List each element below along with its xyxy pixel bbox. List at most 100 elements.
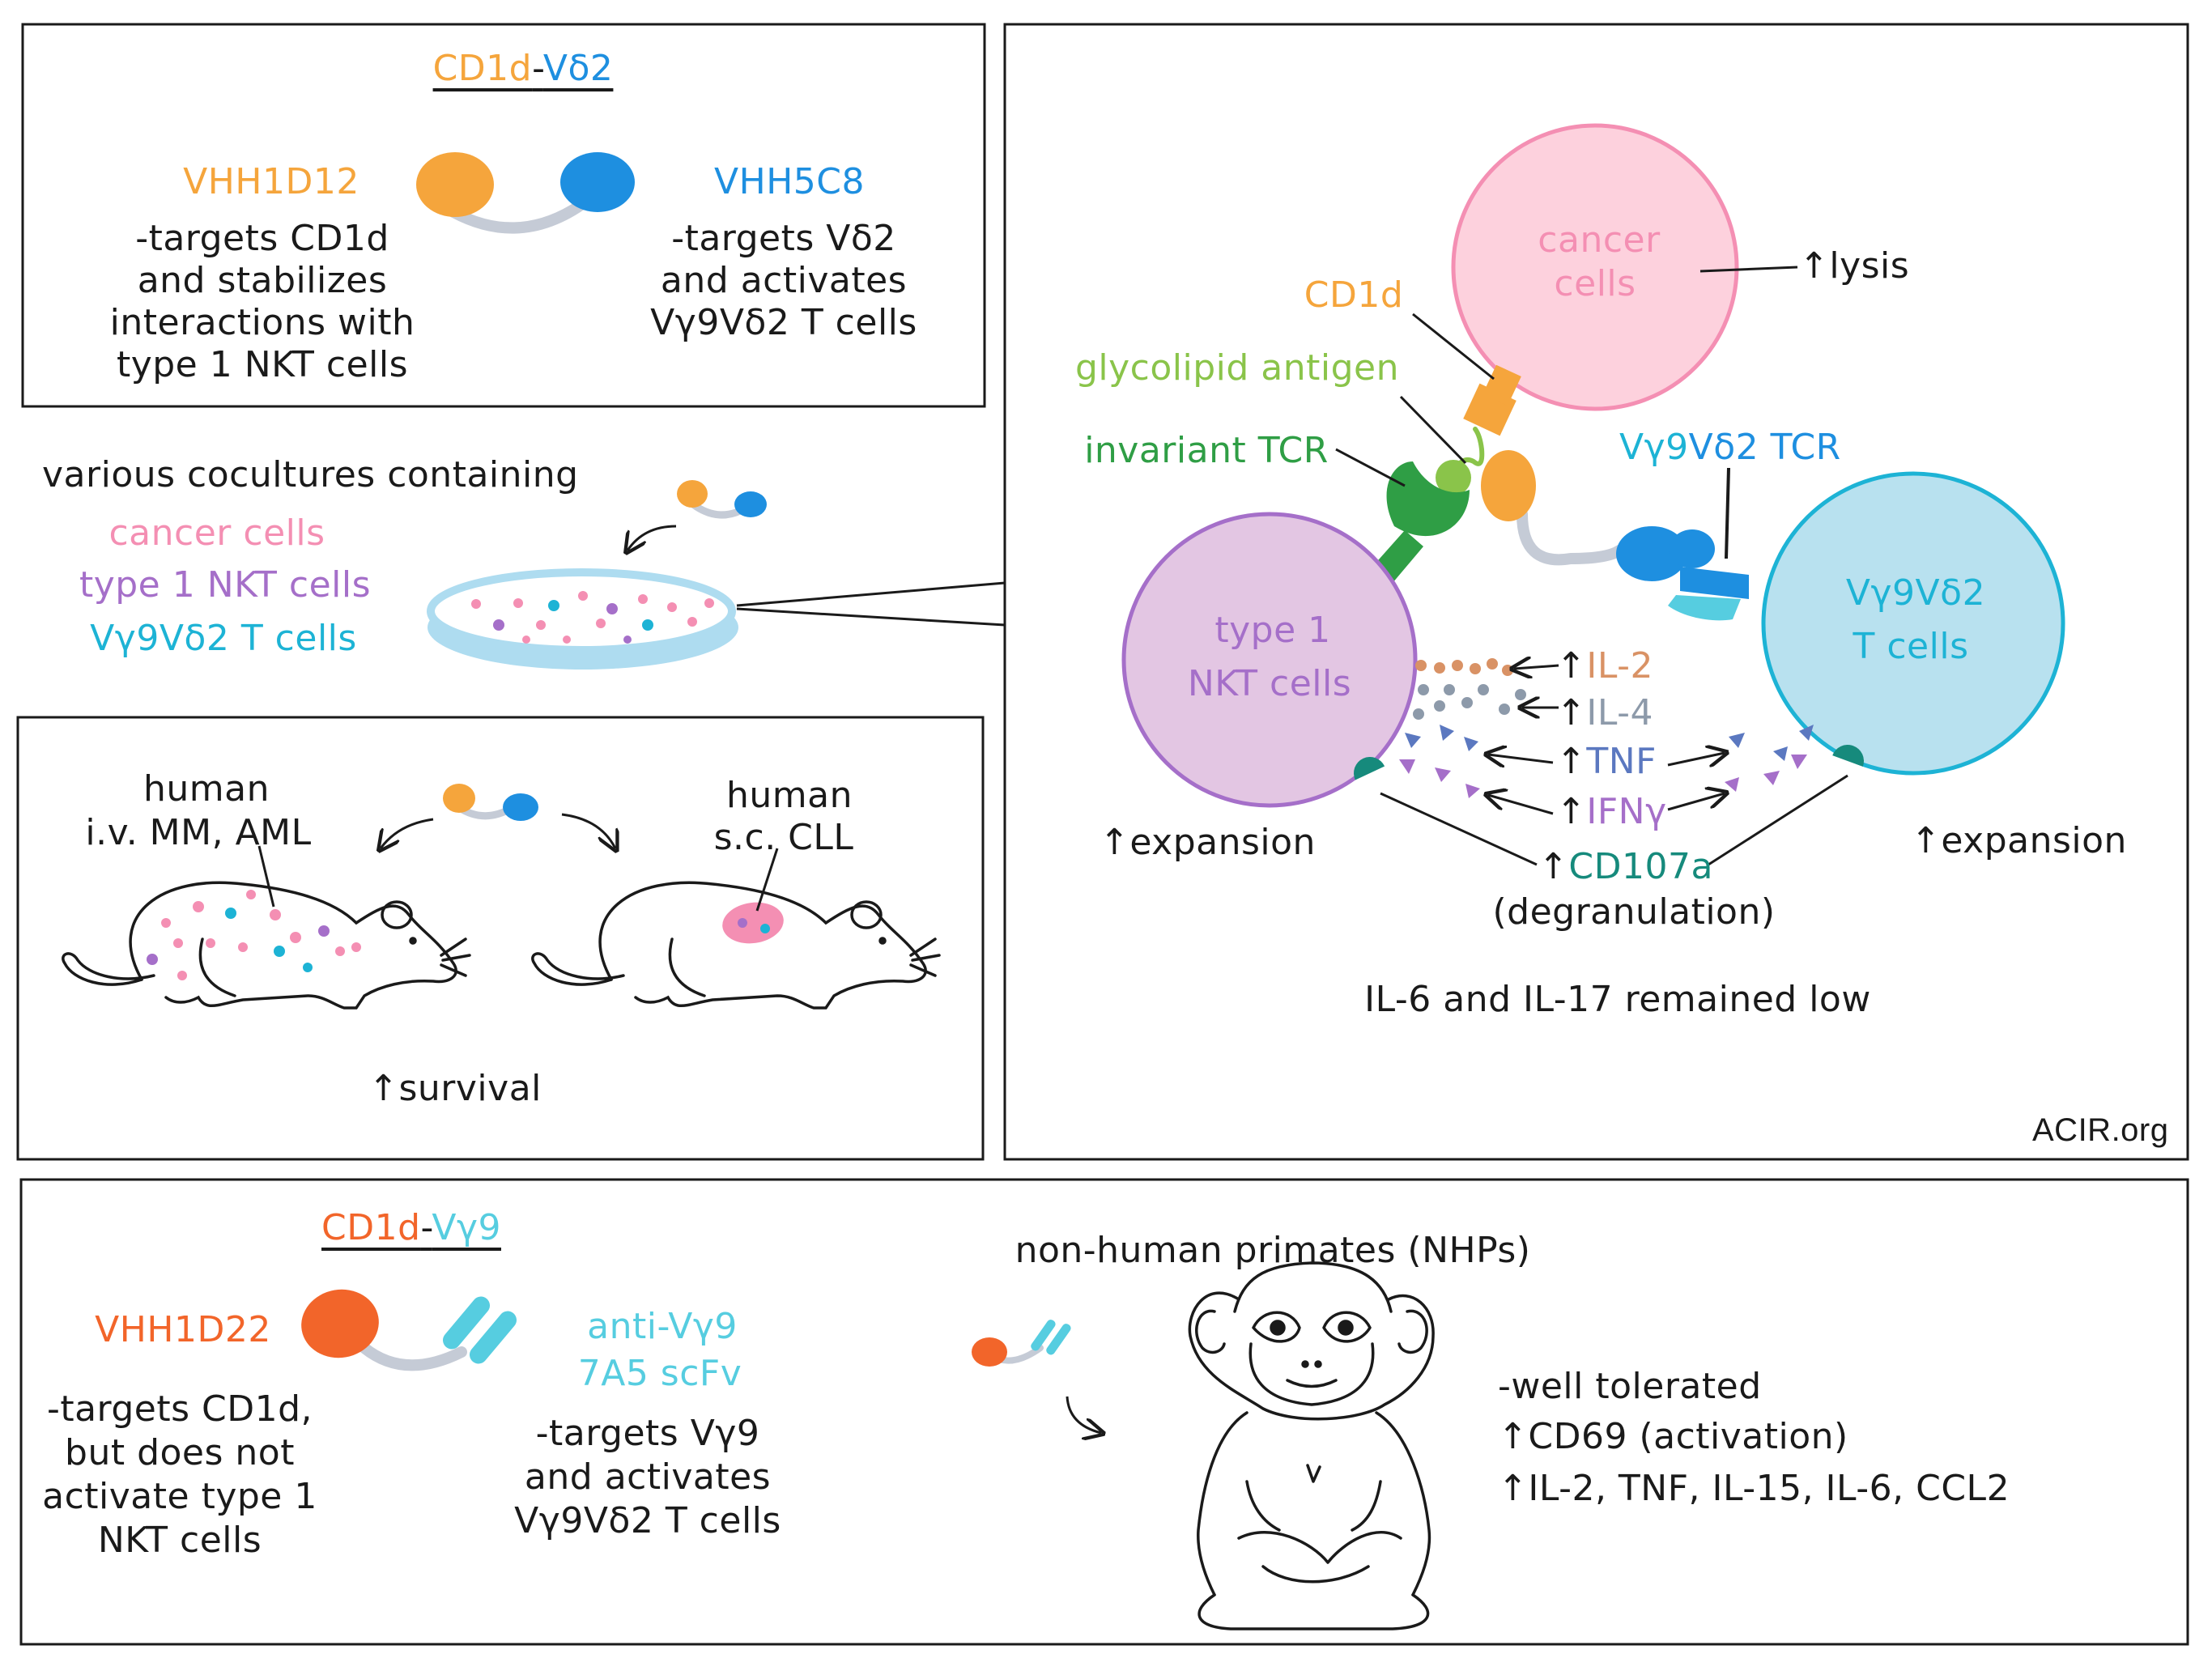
title-sep: - bbox=[532, 48, 543, 89]
il2-text: IL-2 bbox=[1586, 645, 1653, 687]
vg9vd2-cell-label-1: Vγ9Vδ2 bbox=[1845, 572, 1986, 614]
panel-bottom-title: CD1d-Vγ9 bbox=[321, 1206, 501, 1250]
vg9vd2-cell-label-2: T cells bbox=[1853, 626, 1969, 667]
vg9-tcr-part2: Vδ2 TCR bbox=[1688, 427, 1841, 468]
cd107a-label: ↑CD107a bbox=[1538, 845, 1713, 889]
vhh1d12-desc-3: interactions with bbox=[109, 302, 415, 343]
vhh5c8-desc-1: -targets Vδ2 bbox=[671, 218, 896, 259]
tnf-label: ↑TNF bbox=[1556, 740, 1657, 784]
invariant-tcr-pointer bbox=[1335, 448, 1406, 487]
nkt-granule bbox=[1354, 757, 1385, 780]
anti-vg9-desc-3: Vγ9Vδ2 T cells bbox=[514, 1500, 781, 1541]
cancer-cell bbox=[1451, 123, 1739, 411]
il2-label: ↑IL-2 bbox=[1556, 644, 1653, 688]
cd107a-line-left bbox=[1380, 792, 1538, 866]
coculture-vg9vd2-cells: Vγ9Vδ2 T cells bbox=[90, 618, 357, 659]
mice-right-label-1: human bbox=[726, 775, 853, 816]
ifn-text: IFNγ bbox=[1586, 791, 1667, 832]
cancer-cell-label-1: cancer bbox=[1538, 219, 1661, 261]
mice-left-label-2: i.v. MM, AML bbox=[85, 812, 312, 853]
cd107a-line-right bbox=[1708, 774, 1848, 866]
tnf-up-arrow: ↑ bbox=[1556, 741, 1587, 782]
nkt-cell-label-2: NKT cells bbox=[1187, 663, 1352, 704]
panel-top-left-title: CD1d-Vδ2 bbox=[433, 47, 614, 91]
ifn-up-arrow: ↑ bbox=[1556, 791, 1587, 832]
il2-dots bbox=[1415, 658, 1513, 676]
vg9-tcr-part1: Vγ9 bbox=[1619, 427, 1689, 468]
tnf-triangles bbox=[1405, 725, 1814, 761]
bottom-title-sep: - bbox=[420, 1207, 432, 1248]
vhh1d12-desc-2: and stabilizes bbox=[137, 260, 388, 301]
anti-vg9-desc-1: -targets Vγ9 bbox=[535, 1413, 760, 1454]
mouse-right-illustration bbox=[531, 881, 941, 1010]
panel-border-mechanism bbox=[1003, 23, 2189, 1161]
mice-right-label-2: s.c. CLL bbox=[713, 817, 854, 858]
coculture-heading: various cocultures containing bbox=[42, 454, 579, 495]
dish-connector-lines bbox=[736, 581, 1006, 607]
mice-survival-outcome: ↑survival bbox=[368, 1068, 542, 1109]
il6-il17-note: IL-6 and IL-17 remained low bbox=[1364, 979, 1871, 1020]
lysis-label: ↑lysis bbox=[1799, 245, 1910, 287]
monkey-illustration bbox=[1188, 1261, 1435, 1630]
expansion-right-label: ↑expansion bbox=[1911, 820, 2127, 861]
bispecific-mice-icon bbox=[443, 784, 538, 821]
pointer-line-mm bbox=[257, 845, 275, 908]
cd1d-label: CD1d bbox=[1304, 274, 1404, 316]
acir-credit: ACIR.org bbox=[2032, 1112, 2169, 1148]
vhh5c8-desc-2: and activates bbox=[660, 260, 908, 301]
petri-dish bbox=[427, 568, 738, 670]
vhh1d12-desc-1: -targets CD1d bbox=[135, 218, 389, 259]
panel-border-bottom bbox=[19, 1178, 2189, 1646]
ifn-label: ↑IFNγ bbox=[1556, 790, 1667, 834]
nhp-result-1: -well tolerated bbox=[1498, 1366, 1762, 1407]
anti-vg9-desc-2: and activates bbox=[524, 1456, 772, 1498]
coculture-cancer-cells: cancer cells bbox=[108, 512, 325, 554]
lysis-pointer bbox=[1699, 266, 1798, 273]
vhh1d12-label: VHH1D12 bbox=[183, 161, 359, 202]
tnf-arrow-left bbox=[1488, 755, 1554, 763]
title-vd2: Vδ2 bbox=[542, 48, 614, 89]
arrow-to-nhp bbox=[1066, 1396, 1101, 1433]
bispecific-cd1d-vd2-icon bbox=[416, 152, 635, 234]
mouse-left-cells bbox=[147, 890, 361, 980]
vhh1d22-desc-2: but does not bbox=[65, 1432, 295, 1473]
il4-dots bbox=[1413, 684, 1526, 720]
invariant-tcr-label: invariant TCR bbox=[1084, 430, 1329, 471]
mice-left-label-1: human bbox=[143, 768, 270, 810]
vg9-granule bbox=[1832, 745, 1864, 767]
il4-label: ↑IL-4 bbox=[1556, 691, 1653, 735]
tnf-text: TNF bbox=[1586, 741, 1657, 782]
dish-connector-line-2 bbox=[736, 607, 1006, 627]
vg9vd2-cell bbox=[1761, 471, 2065, 776]
vg9vd2-tcr-label: Vγ9Vδ2 TCR bbox=[1619, 426, 1841, 470]
arrow-to-mouse-right bbox=[561, 813, 615, 848]
cancer-cell-label-2: cells bbox=[1554, 263, 1636, 304]
ifn-arrow-left bbox=[1488, 795, 1554, 815]
mouse-left-illustration bbox=[62, 881, 471, 1010]
vhh5c8-desc-3: Vγ9Vδ2 T cells bbox=[650, 302, 917, 343]
bottom-title-cd1d: CD1d bbox=[321, 1207, 421, 1248]
nkt-cell bbox=[1121, 512, 1418, 808]
expansion-left-label: ↑expansion bbox=[1100, 822, 1316, 863]
il4-up-arrow: ↑ bbox=[1556, 692, 1587, 733]
il2-up-arrow: ↑ bbox=[1556, 645, 1587, 687]
arrow-to-mouse-left bbox=[381, 818, 434, 848]
title-cd1d: CD1d bbox=[432, 48, 533, 89]
glycolipid-antigen-head bbox=[1436, 460, 1471, 495]
vhh1d22-desc-3: activate type 1 bbox=[42, 1476, 317, 1517]
dish-arrow bbox=[627, 525, 677, 551]
ifn-arrow-right bbox=[1667, 793, 1725, 811]
il2-arrow bbox=[1514, 665, 1559, 669]
mouse-right-tumor bbox=[722, 902, 784, 944]
bispecific-mechanism-icon bbox=[1481, 450, 1687, 581]
nkt-cell-label-1: type 1 bbox=[1214, 610, 1331, 651]
vhh1d22-label: VHH1D22 bbox=[95, 1309, 271, 1350]
cd1d-molecule bbox=[1463, 364, 1521, 436]
vg9vd2-tcr-molecule bbox=[1668, 529, 1749, 621]
vg9-tcr-pointer bbox=[1725, 467, 1730, 559]
bispecific-cd1d-vg9-icon bbox=[301, 1289, 517, 1371]
panel-border-top-left bbox=[21, 23, 986, 408]
bottom-title-vg9: Vγ9 bbox=[432, 1207, 501, 1248]
